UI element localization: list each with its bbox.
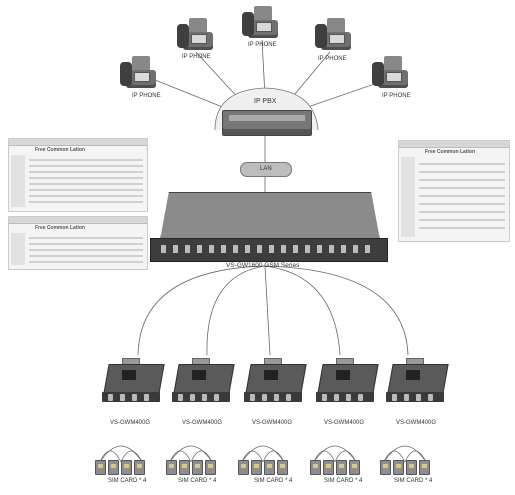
- gateway-label: VS-GW1600 GSM Series: [226, 262, 299, 269]
- gsm-module-5: [386, 358, 444, 404]
- ip-pbx-server: [222, 110, 312, 136]
- sim-group-5-label: SIM CARD * 4: [394, 478, 432, 484]
- ip-phone-3-label: IP PHONE: [248, 42, 277, 48]
- sim-group-1-label: SIM CARD * 4: [108, 478, 146, 484]
- sim-card: [95, 460, 106, 475]
- ip-phone-4: [313, 18, 351, 52]
- gsm-module-1-label: VS-GWM400G: [110, 420, 150, 426]
- sim-group-4-label: SIM CARD * 4: [324, 478, 362, 484]
- ip-phone-5: [370, 56, 408, 90]
- arc-module-3: [265, 266, 270, 355]
- sim-card: [166, 460, 177, 475]
- web-ui-brand-3: Free Common Lation: [425, 149, 475, 155]
- gsm-module-1: [102, 358, 160, 404]
- ip-phone-2-label: IP PHONE: [182, 54, 211, 60]
- arc-module-2: [207, 266, 265, 355]
- web-ui-brand-1: Free Common Lation: [35, 147, 85, 153]
- sim-card: [380, 460, 391, 475]
- sim-card: [349, 460, 360, 475]
- gateway-front-panel: [150, 238, 388, 262]
- arc-module-5: [265, 266, 408, 355]
- lan-label: LAN: [260, 166, 272, 172]
- gsm-module-3: [244, 358, 302, 404]
- sim-card: [323, 460, 334, 475]
- link-phone-1: [150, 78, 225, 108]
- ip-phone-4-label: IP PHONE: [318, 56, 347, 62]
- sim-card: [336, 460, 347, 475]
- lan-pill: LAN: [240, 162, 292, 177]
- ip-phone-3: [240, 6, 278, 40]
- gsm-module-2: [172, 358, 230, 404]
- gsm-module-5-label: VS-GWM400G: [396, 420, 436, 426]
- sim-card: [108, 460, 119, 475]
- ip-phone-5-label: IP PHONE: [382, 93, 411, 99]
- sim-card: [393, 460, 404, 475]
- sim-card: [238, 460, 249, 475]
- web-ui-screenshot-2: Free Common Lation: [8, 216, 148, 270]
- ip-phone-1-label: IP PHONE: [132, 93, 161, 99]
- sim-card: [251, 460, 262, 475]
- gsm-module-4-label: VS-GWM400G: [324, 420, 364, 426]
- gsm-module-2-label: VS-GWM400G: [182, 420, 222, 426]
- gateway-chassis: [160, 192, 380, 240]
- sim-card: [205, 460, 216, 475]
- gsm-module-4: [316, 358, 374, 404]
- sim-card: [277, 460, 288, 475]
- arc-module-1: [138, 266, 265, 355]
- sim-card: [192, 460, 203, 475]
- sim-card: [179, 460, 190, 475]
- sim-card: [134, 460, 145, 475]
- ip-phone-1: [118, 56, 156, 90]
- sim-group-3-label: SIM CARD * 4: [254, 478, 292, 484]
- sim-card: [419, 460, 430, 475]
- sim-card: [264, 460, 275, 475]
- web-ui-screenshot-1: Free Common Lation: [8, 138, 148, 212]
- web-ui-brand-2: Free Common Lation: [35, 225, 85, 231]
- ip-phone-2: [175, 18, 213, 52]
- sim-group-2-label: SIM CARD * 4: [178, 478, 216, 484]
- link-phone-3: [262, 40, 265, 96]
- web-ui-screenshot-3: Free Common Lation: [398, 140, 510, 242]
- gsm-module-3-label: VS-GWM400G: [252, 420, 292, 426]
- sim-card: [310, 460, 321, 475]
- pbx-label: IP PBX: [254, 98, 276, 105]
- sim-card: [406, 460, 417, 475]
- sim-card: [121, 460, 132, 475]
- arc-module-4: [265, 266, 340, 355]
